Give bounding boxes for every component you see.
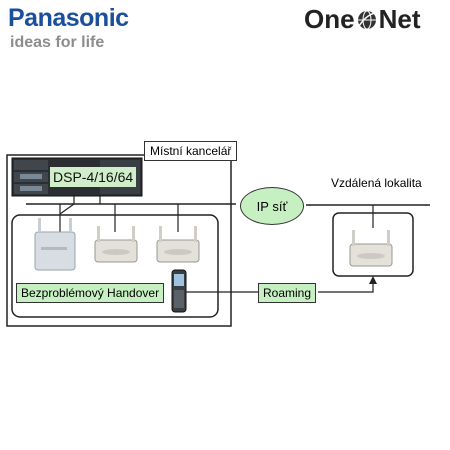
roaming-label: Roaming: [258, 283, 317, 303]
ip-network-cloud: IP síť: [240, 187, 304, 225]
access-point-2: [156, 226, 200, 263]
onenet-logo-right: Net: [378, 4, 421, 34]
onenet-logo: One Net: [304, 4, 420, 35]
access-point-remote: [349, 230, 393, 267]
ip-network-label: IP síť: [256, 198, 288, 214]
roaming-line-right: [318, 283, 374, 293]
onenet-logo-left: One: [304, 4, 355, 34]
base-station: [34, 218, 76, 271]
remote-site-label: Vzdálená lokalita: [331, 176, 422, 190]
access-point-1: [94, 226, 138, 263]
office-box: [6, 154, 232, 327]
dect-handset: [171, 269, 187, 313]
roaming-arrow: [369, 276, 377, 284]
globe-icon: [357, 10, 376, 29]
office-label: Místní kancelář: [144, 141, 238, 161]
handover-label: Bezproblémový Handover: [16, 283, 165, 303]
panasonic-logo: Panasonic: [8, 4, 129, 32]
pbx-label: DSP-4/16/64: [50, 167, 137, 187]
tagline: ideas for life: [10, 34, 105, 51]
